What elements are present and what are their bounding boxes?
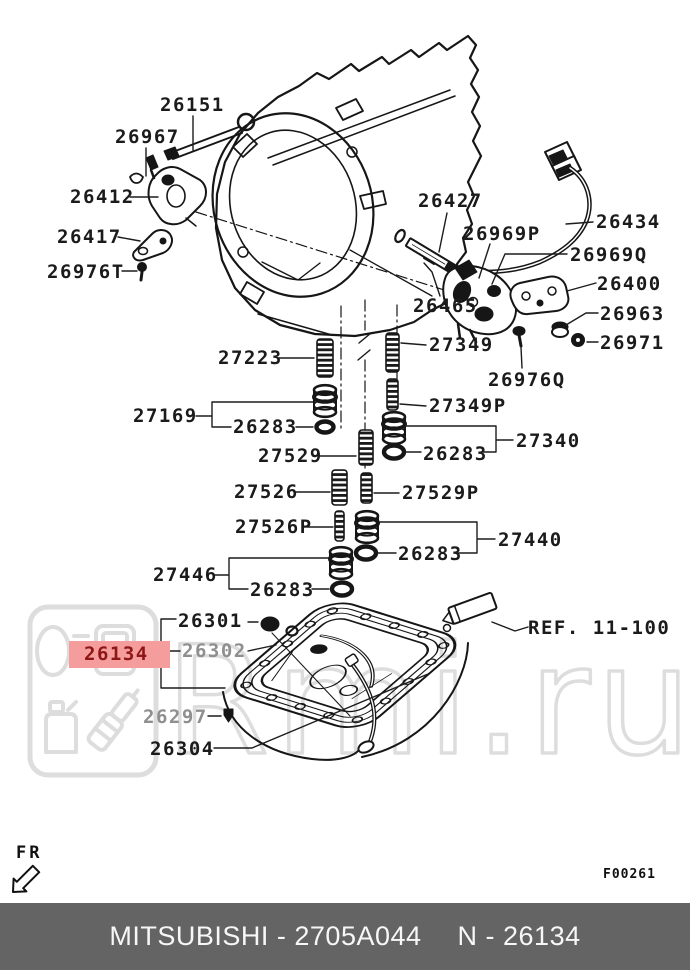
part-label-26400: 26400 (597, 273, 662, 295)
part-label-26302: 26302 (182, 640, 247, 662)
pan-small-parts (223, 616, 299, 723)
spring-27526 (331, 469, 348, 506)
part-label-26283: 26283 (398, 543, 463, 565)
footer-catalog-text: MITSUBISHI - 2705A044 (109, 921, 422, 951)
part-label-27349P: 27349P (429, 395, 507, 417)
valve-body-assembly (442, 259, 585, 348)
part-label-26417: 26417 (57, 226, 122, 248)
spring-27526P (334, 510, 345, 542)
spring-27223 (316, 338, 334, 378)
spring-27349 (385, 332, 400, 373)
part-label-27446: 27446 (153, 564, 218, 586)
part-label-26971: 26971 (600, 332, 665, 354)
part-label-27223: 27223 (218, 347, 283, 369)
part-label-26967: 26967 (115, 126, 180, 148)
part-label-26963: 26963 (600, 303, 665, 325)
footer-part-text: N - 26134 (457, 921, 581, 951)
fr-arrow-icon (12, 864, 41, 893)
part-label-27529P: 27529P (402, 482, 480, 504)
part-label-26465: 26465 (413, 295, 478, 317)
part-label-27169: 27169 (133, 405, 198, 427)
harness-26434 (482, 141, 592, 275)
bracket-26417 (132, 229, 173, 282)
valve-springs (316, 332, 400, 542)
watermark-text: Rmi.ru (165, 615, 690, 789)
part-label-26976Q: 26976Q (488, 369, 566, 391)
drain-plug-26297 (223, 708, 234, 723)
part-label-REF-11-100: REF. 11-100 (528, 617, 671, 639)
spring-27529 (358, 429, 374, 466)
sealant-tube (442, 591, 498, 633)
part-label-26283: 26283 (250, 579, 315, 601)
part-label-26434: 26434 (596, 211, 661, 233)
part-label-26134: 26134 (69, 641, 170, 668)
shock-absorber-icon (86, 688, 140, 752)
part-label-27529: 27529 (258, 445, 323, 467)
part-label-27340: 27340 (516, 430, 581, 452)
part-label-27440: 27440 (498, 529, 563, 551)
footer-bar: MITSUBISHI - 2705A044 N - 26134 (0, 903, 690, 970)
spring-27349P (386, 378, 399, 411)
oil-pan (222, 602, 469, 761)
transmission-case (195, 34, 483, 338)
fr-label: FR (16, 843, 43, 863)
part-label-26283: 26283 (233, 416, 298, 438)
part-label-26151: 26151 (160, 94, 225, 116)
oil-level-gauge (129, 112, 256, 184)
part-label-27526: 27526 (234, 481, 299, 503)
part-label-26976T: 26976T (47, 261, 125, 283)
part-label-26297: 26297 (143, 706, 208, 728)
oil-jug-icon (44, 700, 78, 754)
bracket-26412 (147, 166, 207, 227)
part-label-26412: 26412 (70, 186, 135, 208)
part-label-26969P: 26969P (463, 223, 541, 245)
fr-direction-indicator: FR (16, 843, 42, 863)
spring-27529P (360, 472, 373, 504)
part-label-27526P: 27526P (235, 516, 313, 538)
watermark-card (27, 604, 159, 778)
part-label-26301: 26301 (178, 610, 243, 632)
o-rings-26283 (314, 419, 407, 598)
magnet-26301 (260, 616, 280, 632)
figure-code: F00261 (603, 867, 656, 882)
part-label-26304: 26304 (150, 738, 215, 760)
part-label-26969Q: 26969Q (570, 244, 648, 266)
watermark: Rmi.ru (27, 604, 690, 791)
part-label-26283: 26283 (423, 443, 488, 465)
part-label-27349: 27349 (429, 334, 494, 356)
part-label-26427: 26427 (418, 190, 483, 212)
